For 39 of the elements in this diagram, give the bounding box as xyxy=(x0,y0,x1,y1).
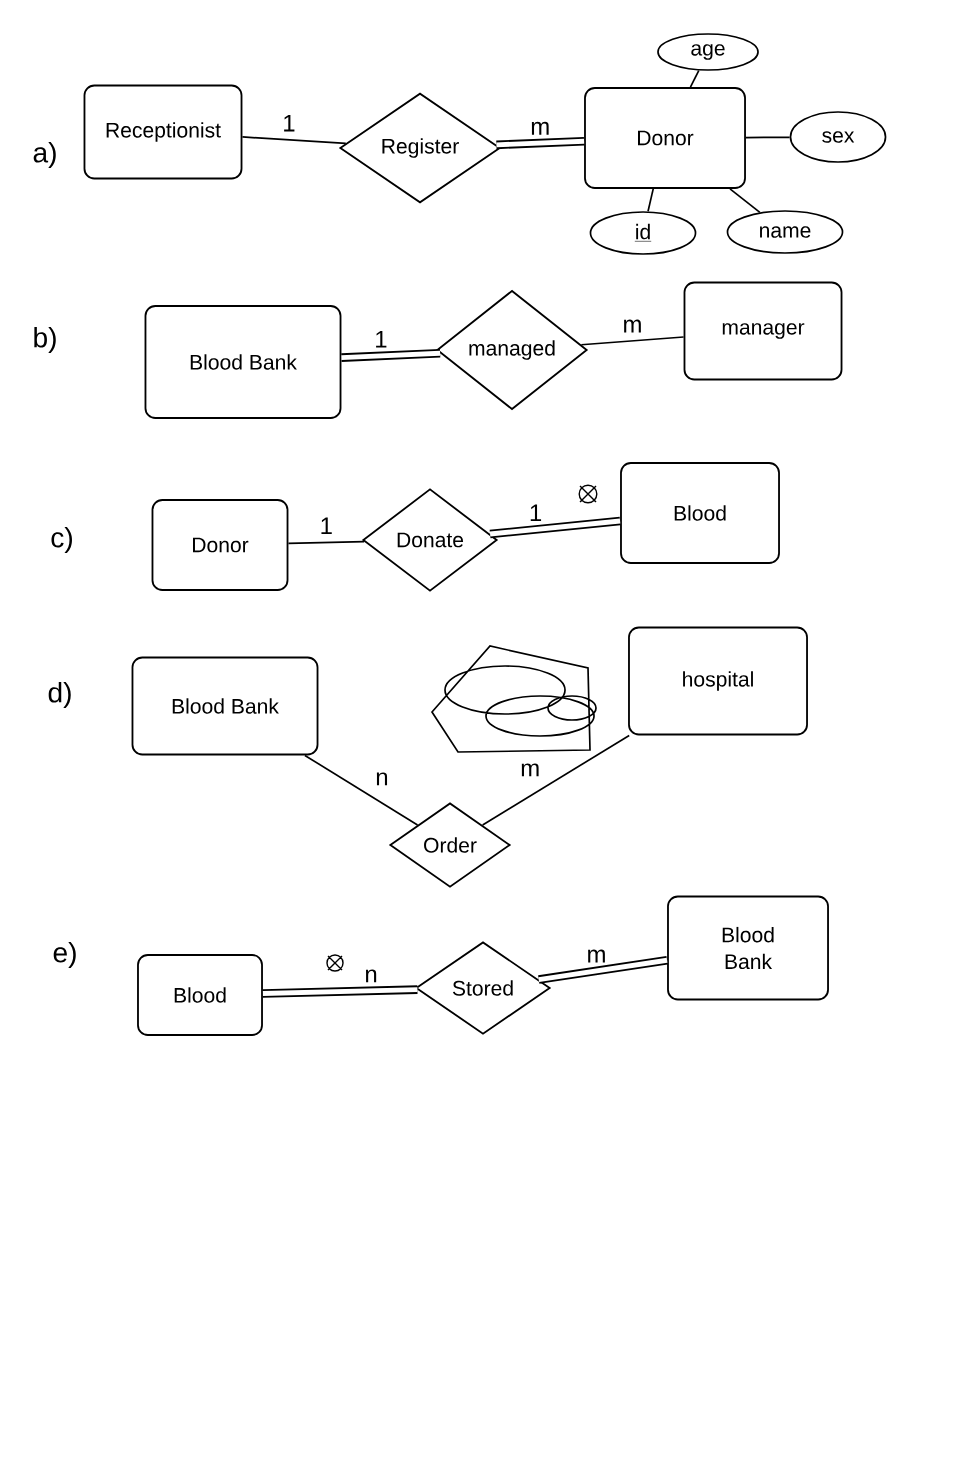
cardinality-label: 1 xyxy=(280,113,297,133)
entity-box: Blood Bank xyxy=(131,656,319,756)
section-label: d) xyxy=(48,681,71,709)
entity-box: Blood Bank xyxy=(144,305,342,419)
entity-box: Blood Bank xyxy=(667,895,829,1001)
connector-line xyxy=(729,188,761,214)
section-label: a) xyxy=(33,141,56,169)
cardinality-label: 1 xyxy=(372,329,389,349)
connector-line xyxy=(262,985,418,998)
entity-box: Donor xyxy=(151,499,289,591)
cardinality-label: n xyxy=(373,770,390,787)
entity-box: Blood xyxy=(137,954,263,1036)
cardinality-label: 1 xyxy=(527,503,544,523)
entity-box: Receptionist xyxy=(83,84,243,180)
section-label: c) xyxy=(51,526,72,554)
cardinality-label: n xyxy=(363,968,380,984)
connector-line xyxy=(689,69,700,88)
cardinality-label: m xyxy=(621,318,644,334)
connector-line xyxy=(489,516,621,539)
entity-box: Donor xyxy=(584,87,746,189)
entity-box: hospital xyxy=(628,626,808,736)
connector-line xyxy=(304,754,419,826)
entity-box: manager xyxy=(683,281,843,381)
connector-line xyxy=(538,955,668,984)
connector-line xyxy=(481,734,631,826)
cardinality-label: m xyxy=(585,948,608,964)
connector-line xyxy=(287,540,365,545)
section-label: e) xyxy=(53,941,76,969)
connector-line xyxy=(580,336,685,346)
entity-box: Blood xyxy=(620,462,780,564)
connector-line xyxy=(745,136,791,139)
section-label: b) xyxy=(34,326,56,354)
cardinality-label: m xyxy=(518,762,542,778)
cardinality-label: 1 xyxy=(318,516,335,536)
connector-line xyxy=(647,188,655,213)
connector-line xyxy=(241,136,347,145)
connector-line xyxy=(496,137,585,150)
connector-line xyxy=(341,348,441,362)
cardinality-label: m xyxy=(528,120,552,137)
